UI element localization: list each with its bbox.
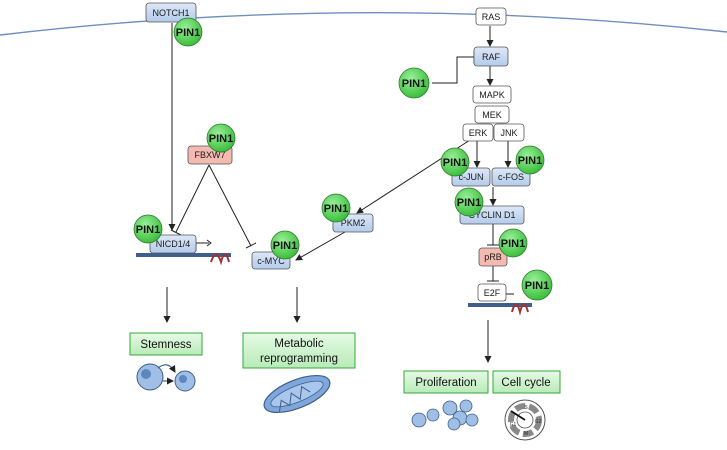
label-prb: pRB [484,252,502,262]
label-cell-cycle: Cell cycle [501,377,550,389]
node-mek: MEK [474,105,510,124]
node-nicd: NICD1/4 [149,234,197,254]
label-pkm2: PKM2 [341,218,366,228]
svg-text:PIN1: PIN1 [136,224,160,236]
node-notch1: NOTCH1 [145,2,197,23]
inhibit-pin1-raf [432,56,474,84]
cell-cycle-phase-m: M [524,431,528,437]
svg-text:PIN1: PIN1 [176,27,200,39]
pin1-badge-prb: PIN1 [498,228,528,258]
dna-helix-icon [511,303,529,316]
label-cyclin-d1: CYCLIN D1 [468,210,515,220]
pin1-badge-notch1: PIN1 [173,17,203,47]
outcome-cell-cycle: Cell cycle [492,370,561,394]
label-stemness: Stemness [140,339,191,351]
connectors [163,23,512,363]
label-ras: RAS [482,12,501,22]
cell-cycle-wheel-icon: S G2 M G1 [504,399,546,441]
pin1-badge-cmyc: PIN1 [270,230,300,260]
cell-cycle-phase-g2: G2 [535,419,542,425]
outcome-proliferation: Proliferation [403,370,489,394]
label-metabolic-line2: reprogramming [260,353,338,365]
svg-text:PIN1: PIN1 [457,197,481,209]
pin1-badge-cjun: PIN1 [440,147,470,177]
arrow-pkm2-cmyc [295,231,346,261]
label-mapk: MAPK [479,90,505,100]
label-proliferation: Proliferation [415,377,476,389]
svg-text:PIN1: PIN1 [501,238,525,250]
node-erk: ERK [462,123,494,142]
label-cfos: c-FOS [498,172,524,182]
pin1-badge-e2f: PIN1 [521,269,553,301]
svg-text:PIN1: PIN1 [273,240,297,252]
svg-text:PIN1: PIN1 [402,78,426,90]
svg-text:PIN1: PIN1 [525,280,549,292]
label-erk: ERK [469,128,488,138]
pin1-badge-cfos: PIN1 [515,145,545,175]
cell-cycle-phase-g1: G1 [510,422,517,428]
node-e2f: E2F [477,283,507,302]
cell-cycle-phase-s: S [524,405,528,411]
svg-text:PIN1: PIN1 [443,157,467,169]
outcome-metabolic-reprogramming: Metabolic reprogramming [242,332,356,369]
pin1-badge-fbxw7: PIN1 [206,123,236,153]
label-metabolic-line1: Metabolic [274,338,323,350]
outcome-stemness: Stemness [129,332,203,356]
node-prb: pRB [478,247,508,267]
label-jnk: JNK [500,128,517,138]
label-notch1: NOTCH1 [152,8,189,18]
svg-text:PIN1: PIN1 [324,203,348,215]
label-e2f: E2F [484,288,501,298]
node-ras: RAS [475,7,507,26]
stem-cell-division-icon [136,363,196,392]
label-mek: MEK [482,110,502,120]
proliferating-cells-icon [411,399,479,431]
pin1-badge-nicd: PIN1 [133,214,163,244]
svg-text:PIN1: PIN1 [209,133,233,145]
pin1-badge-pkm2: PIN1 [321,193,351,223]
pin1-badge-cyclin-d1: PIN1 [454,187,484,217]
svg-text:PIN1: PIN1 [518,155,542,167]
node-raf: RAF [473,46,509,67]
node-mapk: MAPK [472,85,512,104]
inhibit-fbxw7-cmyc [208,164,252,247]
label-raf: RAF [482,52,501,62]
mitochondrion-icon [263,374,331,414]
inhibit-fbxw7-nicd [175,164,210,233]
pin1-badge-raf: PIN1 [398,67,430,99]
node-cfos: c-FOS [491,167,531,187]
label-nicd: NICD1/4 [156,239,191,249]
label-cjun: c-JUN [459,172,484,182]
dna-helix-icon [210,253,230,266]
label-fbxw7: FBXW7 [194,150,225,160]
node-jnk: JNK [493,123,525,142]
label-cmyc: c-MYC [257,256,285,266]
cell-membrane [0,12,727,36]
